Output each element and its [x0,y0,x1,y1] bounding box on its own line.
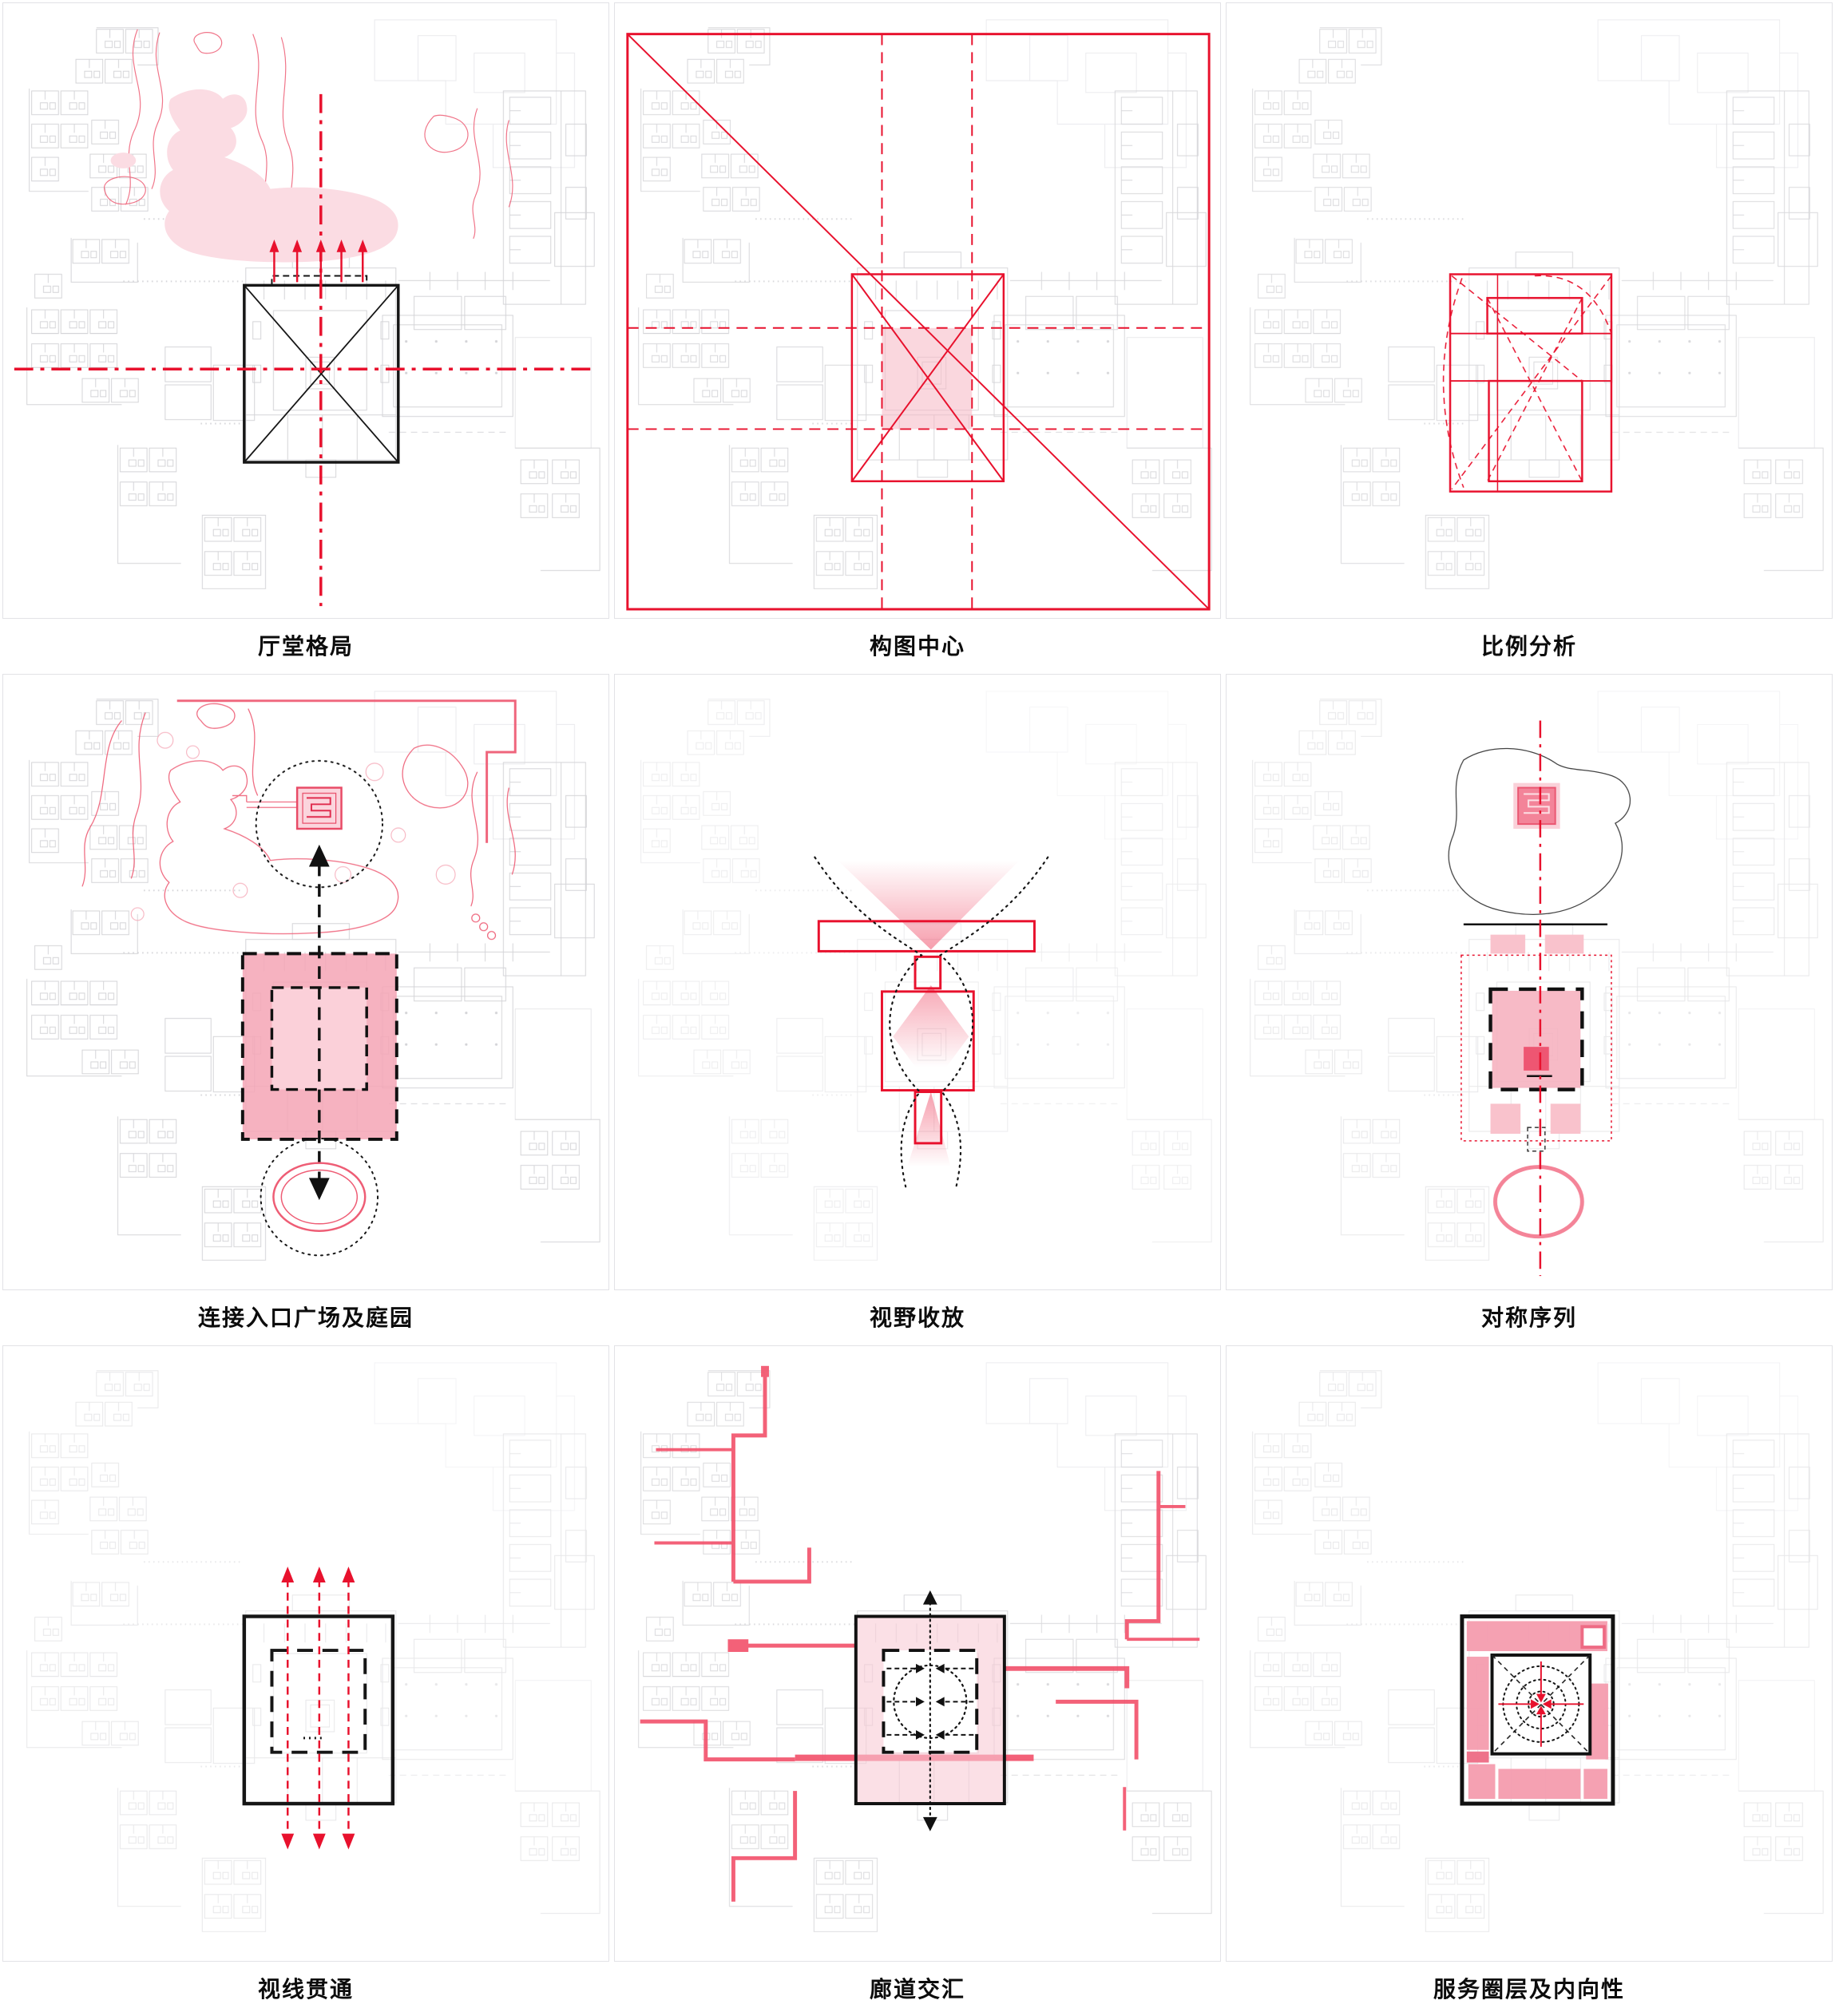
connection-axis [308,844,330,1201]
view-frames [817,920,1036,1145]
corridor-diagram [615,1346,1220,1961]
panel-caption: 对称序列 [1480,1305,1577,1330]
panel-caption: 视线贯通 [257,1977,354,2002]
panel-hall-layout: 厅堂格局 [0,0,612,671]
garden-frame-line [176,699,517,843]
view-arrows [269,239,368,283]
base-plan [1250,20,1823,588]
base-plan [1250,691,1823,1260]
core-square [1524,1047,1549,1071]
panel-view-cones: 视野收放 [612,671,1223,1343]
panel-caption: 服务圈层及内向性 [1433,1977,1625,2002]
panel-proportion-analysis: 比例分析 [1223,0,1835,671]
portico-strips [1490,934,1584,954]
pavilion [1513,782,1560,830]
base-plan [639,691,1211,1260]
sightline-diagram [3,1346,608,1961]
symmetry-sequence-diagram [1227,675,1832,1277]
entry-plaza-garden-diagram [3,675,608,1289]
panel-frame [1226,674,1833,1290]
garden-drawing [81,703,516,941]
side-rooms [1490,1103,1581,1134]
centering-arrows [1498,1661,1584,1747]
proportion-analysis-diagram [1227,3,1832,618]
panel-frame [614,2,1221,619]
panel-caption: 构图中心 [869,634,965,659]
service-rings-diagram [1227,1346,1832,1961]
view-boundary-curves [814,856,1049,1188]
precinct-dotted-rect [1460,954,1612,1142]
hall-dashed-rect [1488,987,1584,1091]
pond-fill [110,89,398,263]
service-notch [1580,1625,1606,1650]
panel-sightline-through: 视线贯通 [0,1343,612,2014]
base-plan [639,20,1211,588]
panel-frame [2,1345,609,1962]
plaza-ellipse [260,1137,379,1257]
sightline-arrows [281,1566,355,1850]
view-gradient-cones [838,860,1020,1167]
plaza-ring [1492,1165,1584,1239]
garden-focus-circle [255,759,383,889]
panel-frame [1226,2,1833,619]
pavilion [295,786,343,830]
panel-caption: 廊道交汇 [869,1977,965,2002]
garden-trees [130,731,456,921]
composition-center-diagram [626,3,1220,611]
panel-caption: 连接入口广场及庭园 [197,1305,414,1330]
panel-frame [1226,1345,1833,1962]
panel-corridor-convergence: 廊道交汇 [612,1343,1223,2014]
panel-caption: 厅堂格局 [257,634,354,659]
axis-lines [14,93,598,607]
panel-caption: 比例分析 [1480,634,1577,659]
panel-frame [614,1345,1221,1962]
convergence-core [854,1590,1006,1832]
panel-composition-center: 构图中心 [612,0,1223,671]
outer-wall [1460,1614,1615,1806]
panel-frame [2,674,609,1290]
hall-fill [1492,990,1581,1088]
hall-layout-diagram [14,3,608,607]
panel-service-rings: 服务圈层及内向性 [1223,1343,1835,2014]
inward-diagonals [1491,1654,1591,1755]
panel-entry-plaza-garden-link: 连接入口广场及庭园 [0,671,612,1343]
base-plan [27,1363,600,1931]
gate-dashed-square [1527,1127,1546,1152]
hall-rects [242,1614,395,1806]
view-cones-diagram [615,675,1220,1289]
pond-outline [1448,747,1631,915]
panel-caption: 视野收放 [869,1305,965,1330]
panel-frame [614,674,1221,1290]
proportion-diagonals [1442,275,1612,490]
panel-symmetry-sequence: 对称序列 [1223,671,1835,1343]
base-plan [27,20,600,588]
panel-frame [2,2,609,619]
